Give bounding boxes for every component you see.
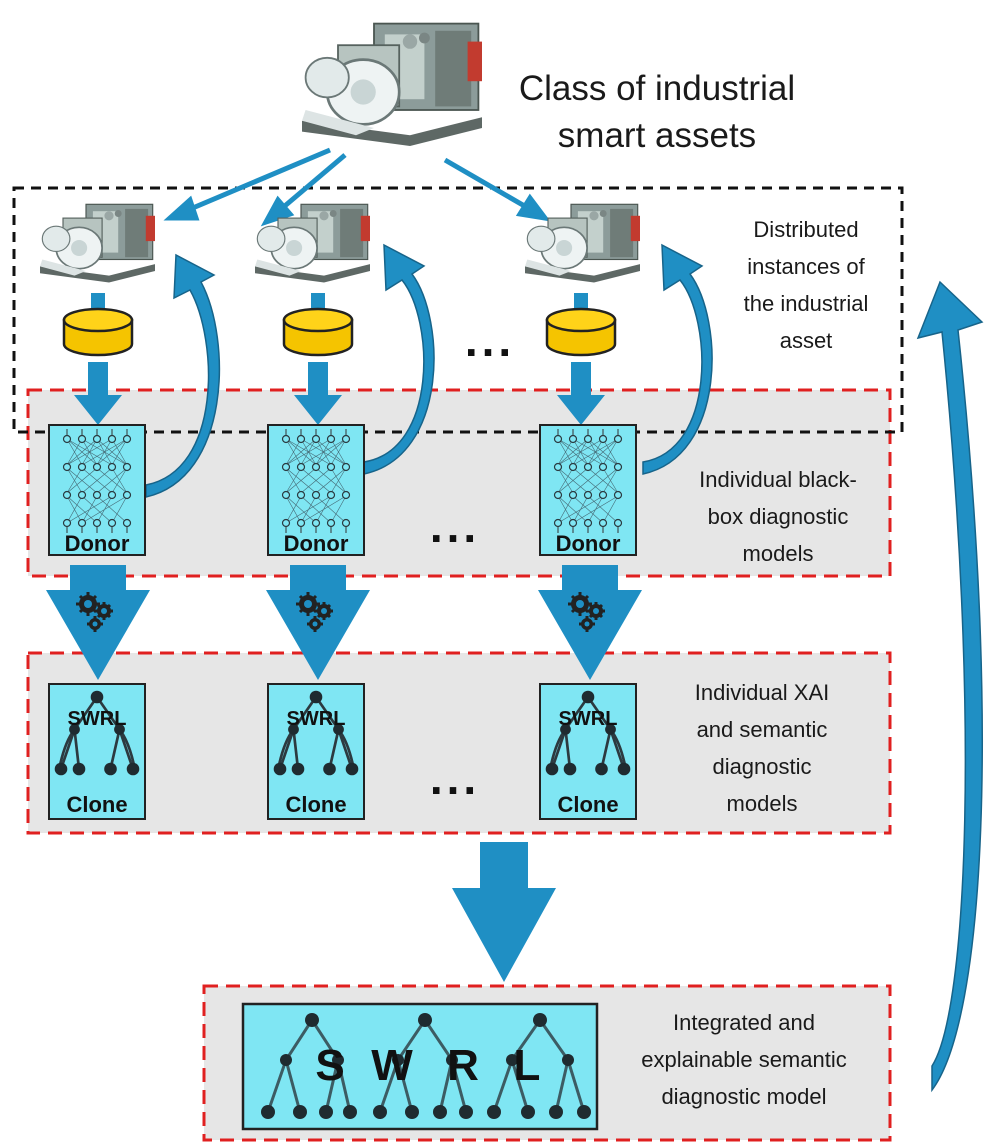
class-machine-image bbox=[300, 22, 484, 148]
top-title-line1: Class of industrial bbox=[519, 69, 795, 108]
ellipsis-instances: ... bbox=[465, 314, 515, 366]
top-title-line2: smart assets bbox=[558, 116, 756, 155]
donors-line2: box diagnostic bbox=[708, 504, 849, 529]
ellipsis-donors: ... bbox=[430, 500, 480, 552]
clone-title-3: SWRL bbox=[559, 708, 618, 730]
donor-label-3: Donor bbox=[556, 531, 621, 556]
label-donor-models: Individual black- box diagnostic models bbox=[699, 467, 857, 566]
ellipsis-clones: ... bbox=[430, 752, 480, 804]
class-to-instance-arrows bbox=[163, 147, 551, 227]
integrated-letter-w: W bbox=[371, 1041, 413, 1090]
clones-line4: models bbox=[727, 791, 798, 816]
donor-label-2: Donor bbox=[284, 531, 349, 556]
label-integrated-model: Integrated and explainable semantic diag… bbox=[641, 1010, 846, 1109]
donor-model-3: Donor bbox=[539, 424, 637, 556]
donors-line1: Individual black- bbox=[699, 467, 857, 492]
instances-line2: instances of bbox=[747, 254, 865, 279]
database-2 bbox=[282, 307, 354, 357]
clone-model-3: SWRL Clone bbox=[539, 683, 637, 820]
clone-label-3: Clone bbox=[557, 792, 618, 817]
clone-title-1: SWRL bbox=[68, 708, 127, 730]
db-to-donor-arrows bbox=[74, 362, 605, 425]
donor-feedback-arrows bbox=[145, 243, 713, 498]
clone-model-1: SWRL Clone bbox=[48, 683, 146, 820]
database-3 bbox=[545, 307, 617, 357]
region-clone-models bbox=[26, 651, 892, 835]
integrated-model: S W R L bbox=[241, 1002, 599, 1131]
region-distributed-instances bbox=[12, 186, 904, 434]
integrated-letter-l: L bbox=[514, 1041, 541, 1090]
database-1 bbox=[62, 307, 134, 357]
integrated-line3: diagnostic model bbox=[661, 1084, 826, 1109]
clones-to-integrated-arrow bbox=[452, 842, 556, 982]
clone-label-1: Clone bbox=[66, 792, 127, 817]
label-distributed-instances: Distributed instances of the industrial … bbox=[744, 217, 869, 353]
instance-machine-1 bbox=[39, 203, 156, 284]
donor-model-2: Donor bbox=[267, 424, 365, 556]
instances-line3: the industrial bbox=[744, 291, 869, 316]
clone-label-2: Clone bbox=[285, 792, 346, 817]
instances-line1: Distributed bbox=[753, 217, 858, 242]
donors-line3: models bbox=[743, 541, 814, 566]
clone-model-2: SWRL Clone bbox=[267, 683, 365, 820]
label-clone-models: Individual XAI and semantic diagnostic m… bbox=[695, 680, 830, 816]
donor-label-1: Donor bbox=[65, 531, 130, 556]
integrated-feedback-arrow bbox=[916, 280, 984, 1093]
integrated-line1: Integrated and bbox=[673, 1010, 815, 1035]
clones-line1: Individual XAI bbox=[695, 680, 830, 705]
integrated-line2: explainable semantic bbox=[641, 1047, 846, 1072]
integrated-letter-s: S bbox=[315, 1041, 344, 1090]
integrated-letter-r: R bbox=[447, 1041, 479, 1090]
clone-title-2: SWRL bbox=[287, 708, 346, 730]
instances-line4: asset bbox=[780, 328, 833, 353]
clones-line3: diagnostic bbox=[712, 754, 811, 779]
donor-model-1: Donor bbox=[48, 424, 146, 556]
clones-line2: and semantic bbox=[697, 717, 828, 742]
